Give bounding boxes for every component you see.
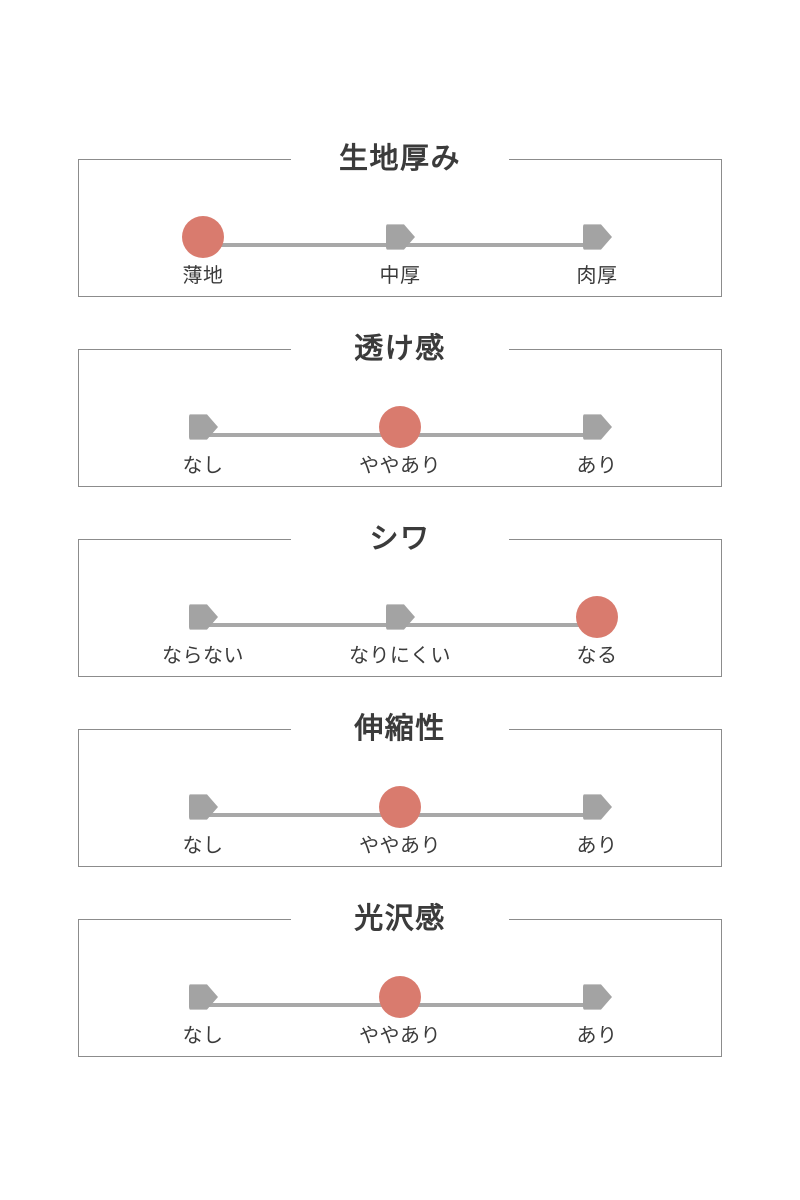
scale-stop[interactable]: 薄地 [123,216,283,288]
scale-stop-label: 中厚 [379,265,421,287]
tag-marker-icon[interactable] [569,787,625,827]
scale-stop[interactable]: なし [123,787,283,858]
scale-stop-label: 薄地 [182,265,224,287]
card-border-top-right [509,159,722,160]
card-title: 生地厚み [338,143,461,175]
scale-stop[interactable]: なりにくい [320,597,480,668]
scale-stop[interactable]: ならない [123,597,283,668]
card-border-top-left [78,919,291,920]
scale-stop[interactable]: なし [123,407,283,478]
selected-dot-icon [576,596,618,638]
tag-marker-icon [189,984,218,1010]
selected-dot-icon [379,406,421,448]
tag-marker-icon [189,794,218,820]
scale-stop-label: なりにくい [348,645,452,667]
card-title: 伸縮性 [354,713,446,745]
card-border-top-left [78,729,291,730]
scale-stop[interactable]: ややあり [320,786,480,858]
scale-stop[interactable]: あり [517,407,677,478]
selected-dot-icon[interactable] [372,406,428,448]
card-title: シワ [369,523,431,555]
card-border-top-right [509,919,722,920]
rating-scale: なし ややあり あり [78,349,722,487]
tag-marker-icon [583,414,612,440]
card-border-top-left [78,539,291,540]
scale-stop-label: なし [182,835,224,857]
card-title: 光沢感 [354,903,446,935]
scale-stop-label: 肉厚 [576,265,618,287]
spec-card: 伸縮性なし ややあり あり [78,712,722,867]
tag-marker-icon [386,224,415,250]
selected-dot-icon [182,216,224,258]
tag-marker-icon [189,414,218,440]
scale-stop-label: あり [576,1025,618,1047]
scale-stops: 薄地 中厚 肉厚 [78,159,722,297]
rating-scale: なし ややあり あり [78,919,722,1057]
scale-stop-label: ややあり [359,455,441,477]
spec-card: 生地厚み薄地 中厚 肉厚 [78,142,722,297]
tag-marker-icon[interactable] [569,977,625,1017]
tag-marker-icon [189,604,218,630]
spec-card-list: 生地厚み薄地中厚肉厚透け感なしややありありシワならないなりにくいなる伸縮性なしや… [78,142,722,1057]
card-border-top-right [509,349,722,350]
tag-marker-icon [583,984,612,1010]
tag-marker-icon[interactable] [372,217,428,257]
card-border-top-left [78,349,291,350]
rating-scale: なし ややあり あり [78,729,722,867]
tag-marker-icon[interactable] [175,787,231,827]
selected-dot-icon[interactable] [175,216,231,258]
scale-stops: なし ややあり あり [78,919,722,1057]
tag-marker-icon[interactable] [372,597,428,637]
scale-stop-label: なる [576,645,618,667]
tag-marker-icon[interactable] [175,977,231,1017]
scale-stop-label: ならない [162,645,244,667]
rating-scale: 薄地 中厚 肉厚 [78,159,722,297]
scale-stop-label: ややあり [359,835,441,857]
selected-dot-icon[interactable] [372,786,428,828]
scale-stop[interactable]: なる [517,596,677,668]
scale-stop[interactable]: あり [517,787,677,858]
scale-stop[interactable]: 中厚 [320,217,480,288]
tag-marker-icon[interactable] [175,597,231,637]
scale-stop[interactable]: あり [517,977,677,1048]
scale-stop-label: なし [182,1025,224,1047]
spec-card: シワならない なりにくい なる [78,522,722,677]
scale-stop-label: あり [576,835,618,857]
scale-stop-label: あり [576,455,618,477]
tag-marker-icon [583,794,612,820]
selected-dot-icon[interactable] [372,976,428,1018]
selected-dot-icon [379,786,421,828]
scale-stop[interactable]: なし [123,977,283,1048]
card-border-top-right [509,729,722,730]
tag-marker-icon[interactable] [569,407,625,447]
rating-scale: ならない なりにくい なる [78,539,722,677]
tag-marker-icon[interactable] [175,407,231,447]
scale-stop-label: ややあり [359,1025,441,1047]
scale-stops: なし ややあり あり [78,729,722,867]
scale-stop[interactable]: 肉厚 [517,217,677,288]
tag-marker-icon [386,604,415,630]
selected-dot-icon[interactable] [569,596,625,638]
selected-dot-icon [379,976,421,1018]
tag-marker-icon[interactable] [569,217,625,257]
scale-stops: なし ややあり あり [78,349,722,487]
spec-card: 光沢感なし ややあり あり [78,902,722,1057]
spec-card: 透け感なし ややあり あり [78,332,722,487]
scale-stop[interactable]: ややあり [320,406,480,478]
tag-marker-icon [583,224,612,250]
scale-stop-label: なし [182,455,224,477]
scale-stop[interactable]: ややあり [320,976,480,1048]
card-title: 透け感 [354,333,446,365]
scale-stops: ならない なりにくい なる [78,539,722,677]
card-border-top-right [509,539,722,540]
card-border-top-left [78,159,291,160]
